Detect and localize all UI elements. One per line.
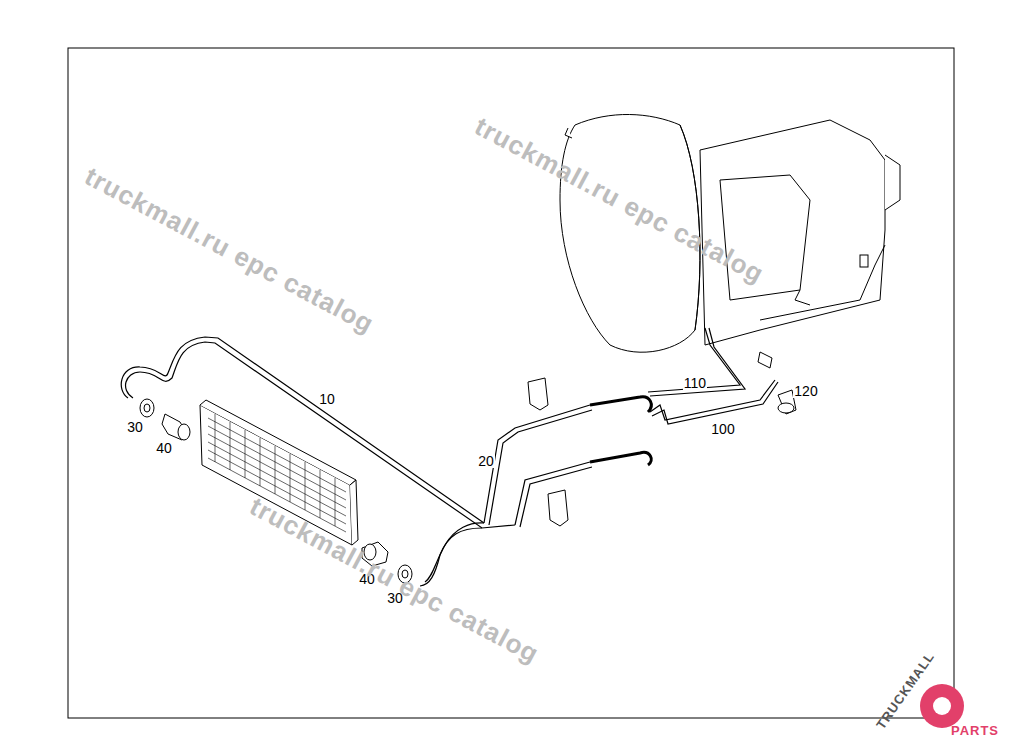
callout-number: 40 bbox=[155, 441, 173, 455]
fittings bbox=[140, 352, 796, 583]
logo-text: PARTS bbox=[951, 724, 999, 737]
callout-number: 30 bbox=[126, 420, 144, 434]
callout-number: 100 bbox=[710, 422, 735, 436]
callout-number: 110 bbox=[683, 376, 707, 390]
logo-gear bbox=[920, 684, 964, 728]
transmission bbox=[560, 114, 900, 352]
watermark: truckmall.ru epc catalog bbox=[246, 493, 543, 668]
callout-number: 10 bbox=[318, 392, 336, 406]
watermark: truckmall.ru epc catalog bbox=[81, 163, 378, 338]
oil-lines bbox=[121, 328, 778, 586]
logo-text: TRUCKMALL bbox=[874, 649, 937, 731]
frame bbox=[68, 48, 954, 718]
watermark: truckmall.ru epc catalog bbox=[471, 113, 768, 288]
callout-number: 120 bbox=[793, 384, 818, 398]
callout-number: 20 bbox=[477, 454, 495, 468]
